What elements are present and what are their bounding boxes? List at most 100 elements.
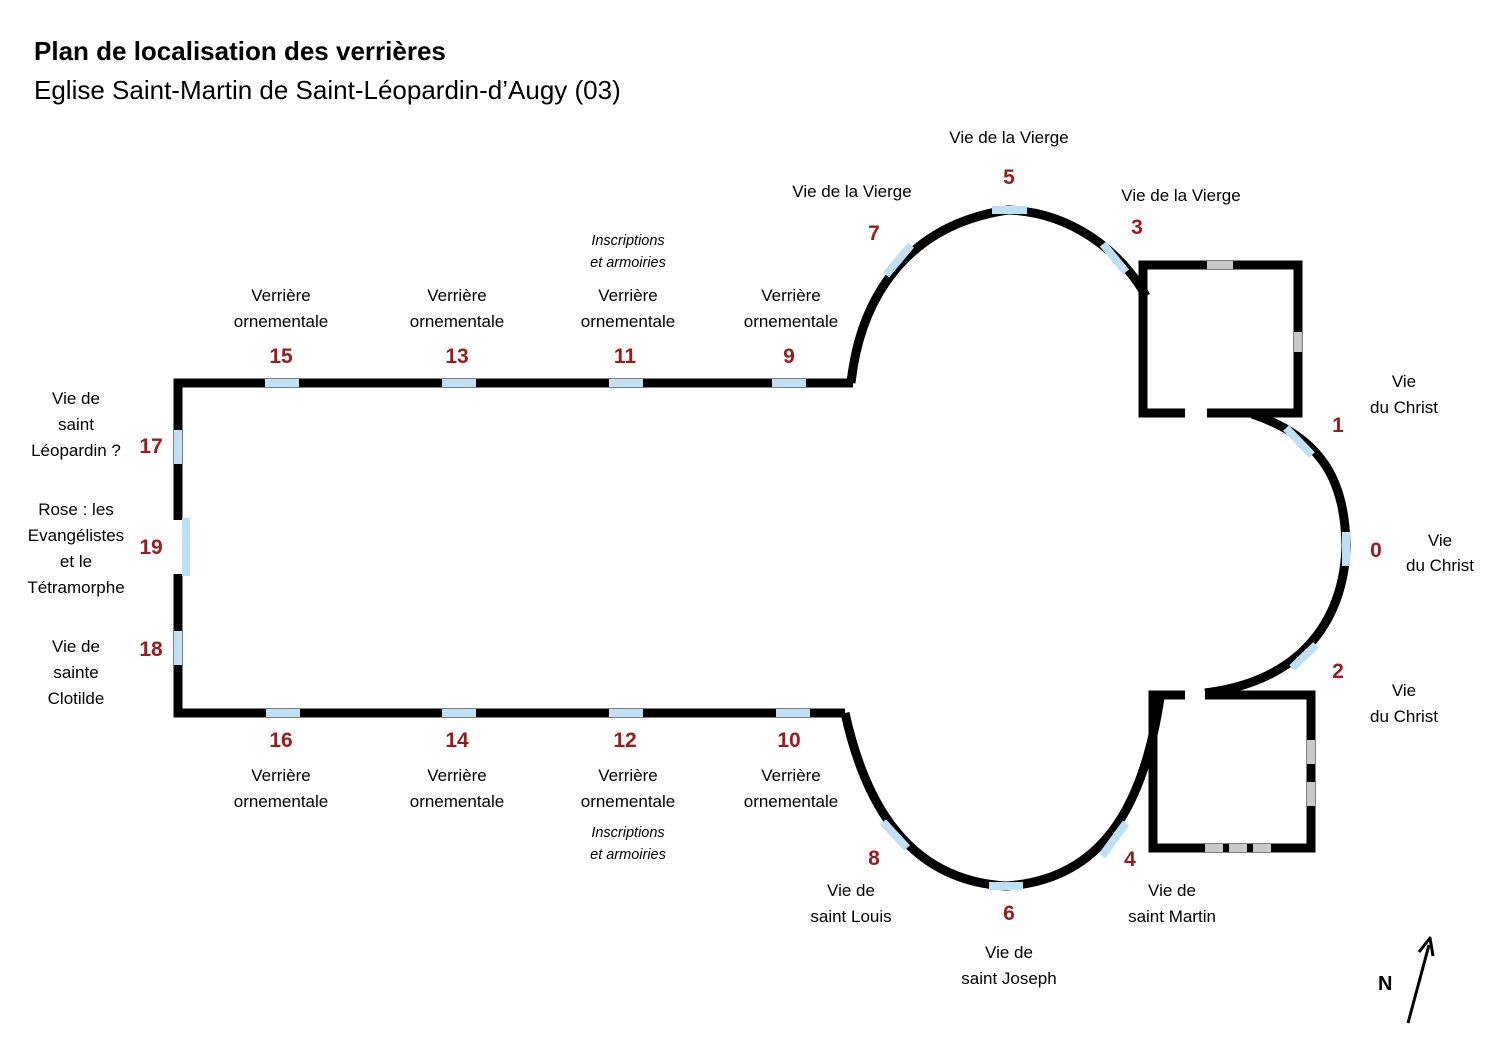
window-marker-7 [882, 242, 915, 278]
window-label-line: Verrière [598, 286, 658, 305]
window-number: 8 [868, 847, 880, 870]
window-note: Inscriptions et armoiries [590, 825, 666, 863]
window-label-line: Vie de [1148, 881, 1196, 900]
window-label-line: du Christ [1370, 707, 1438, 726]
window-label-line: sainte [53, 663, 98, 682]
window-number: 18 [139, 638, 163, 661]
window-label-line: saint [58, 415, 94, 434]
window-label-line: saint Louis [810, 907, 891, 926]
window-number: 16 [269, 729, 292, 752]
window-label-line: saint Martin [1128, 907, 1216, 926]
window-3: 3 Vie de la Vierge [1121, 186, 1240, 239]
window-marker-4 [1098, 820, 1130, 859]
window-label: Verrière ornementale [581, 766, 676, 811]
window-marker-1 [1283, 425, 1315, 458]
window-number: 10 [777, 729, 800, 752]
window-number: 3 [1131, 216, 1143, 239]
window-5: 5 Vie de la Vierge [949, 128, 1068, 189]
window-number: 1 [1332, 414, 1344, 437]
window-label: Verrière ornementale [744, 766, 839, 811]
window-number: 19 [139, 536, 162, 559]
window-label: Vie de la Vierge [949, 128, 1068, 147]
window-marker-2 [1289, 642, 1319, 671]
window-label-line: saint Joseph [961, 969, 1056, 988]
window-label: Vie du Christ [1370, 681, 1438, 726]
window-number: 0 [1370, 539, 1382, 562]
window-label-line: Verrière [761, 766, 821, 785]
window-label: Vie de saint Joseph [961, 943, 1056, 988]
window-label: Verrière ornementale [410, 286, 505, 331]
window-label: Vie de la Vierge [1121, 186, 1240, 205]
window-label-line: ornementale [410, 312, 505, 331]
window-label-line: ornementale [234, 792, 329, 811]
window-label-line: Vie de la Vierge [949, 128, 1068, 147]
window-label-line: Vie [1428, 531, 1452, 550]
window-label-line: Léopardin ? [31, 441, 121, 460]
window-label-line: du Christ [1370, 398, 1438, 417]
window-label: Vie de saint Louis [810, 881, 891, 926]
page-subtitle: Eglise Saint-Martin de Saint-Léopardin-d… [34, 75, 621, 105]
window-label-line: ornementale [581, 792, 676, 811]
window-number: 6 [1003, 902, 1015, 925]
nave-wall [173, 378, 853, 718]
north-east-room-wall [1138, 260, 1303, 418]
window-label-line: ornementale [744, 792, 839, 811]
window-number: 5 [1003, 166, 1015, 189]
window-number: 17 [139, 435, 162, 458]
window-label-line: Evangélistes [28, 526, 124, 545]
window-9: 9 Verrière ornementale [744, 286, 839, 368]
window-label-line: Rose : les [38, 500, 114, 519]
window-0: 0 Vie du Christ [1370, 531, 1474, 575]
window-label-line: Vie de [827, 881, 875, 900]
window-note-line: Inscriptions [591, 233, 664, 249]
window-number: 4 [1124, 848, 1136, 871]
window-note-line: et armoiries [590, 847, 666, 863]
window-label-line: Vie de [985, 943, 1033, 962]
window-label-line: et le [60, 552, 92, 571]
window-label-line: du Christ [1406, 556, 1474, 575]
window-label-line: Clotilde [48, 689, 105, 708]
window-label-line: ornementale [744, 312, 839, 331]
window-number: 9 [783, 345, 795, 368]
window-note-line: Inscriptions [591, 825, 664, 841]
window-number: 2 [1332, 660, 1344, 683]
window-label-line: Vie de la Vierge [792, 182, 911, 201]
window-label: Vie de saint Martin [1128, 881, 1216, 926]
window-label: Vie de la Vierge [792, 182, 911, 201]
window-number: 7 [868, 222, 880, 245]
window-markers [174, 206, 1350, 890]
window-label-line: Verrière [427, 766, 487, 785]
south-east-room-wall [1148, 690, 1316, 853]
window-marker-8 [880, 819, 910, 851]
window-marker-3 [1099, 241, 1130, 275]
window-7: 7 Vie de la Vierge [792, 182, 911, 245]
window-label-line: Vie [1392, 681, 1416, 700]
page-title: Plan de localisation des verrières [34, 36, 446, 66]
window-number: 14 [445, 729, 469, 752]
window-label: Verrière ornementale [744, 286, 839, 331]
window-label-line: Verrière [251, 286, 311, 305]
window-label-line: Verrière [598, 766, 658, 785]
window-label-line: Verrière [427, 286, 487, 305]
window-label-line: Verrière [761, 286, 821, 305]
